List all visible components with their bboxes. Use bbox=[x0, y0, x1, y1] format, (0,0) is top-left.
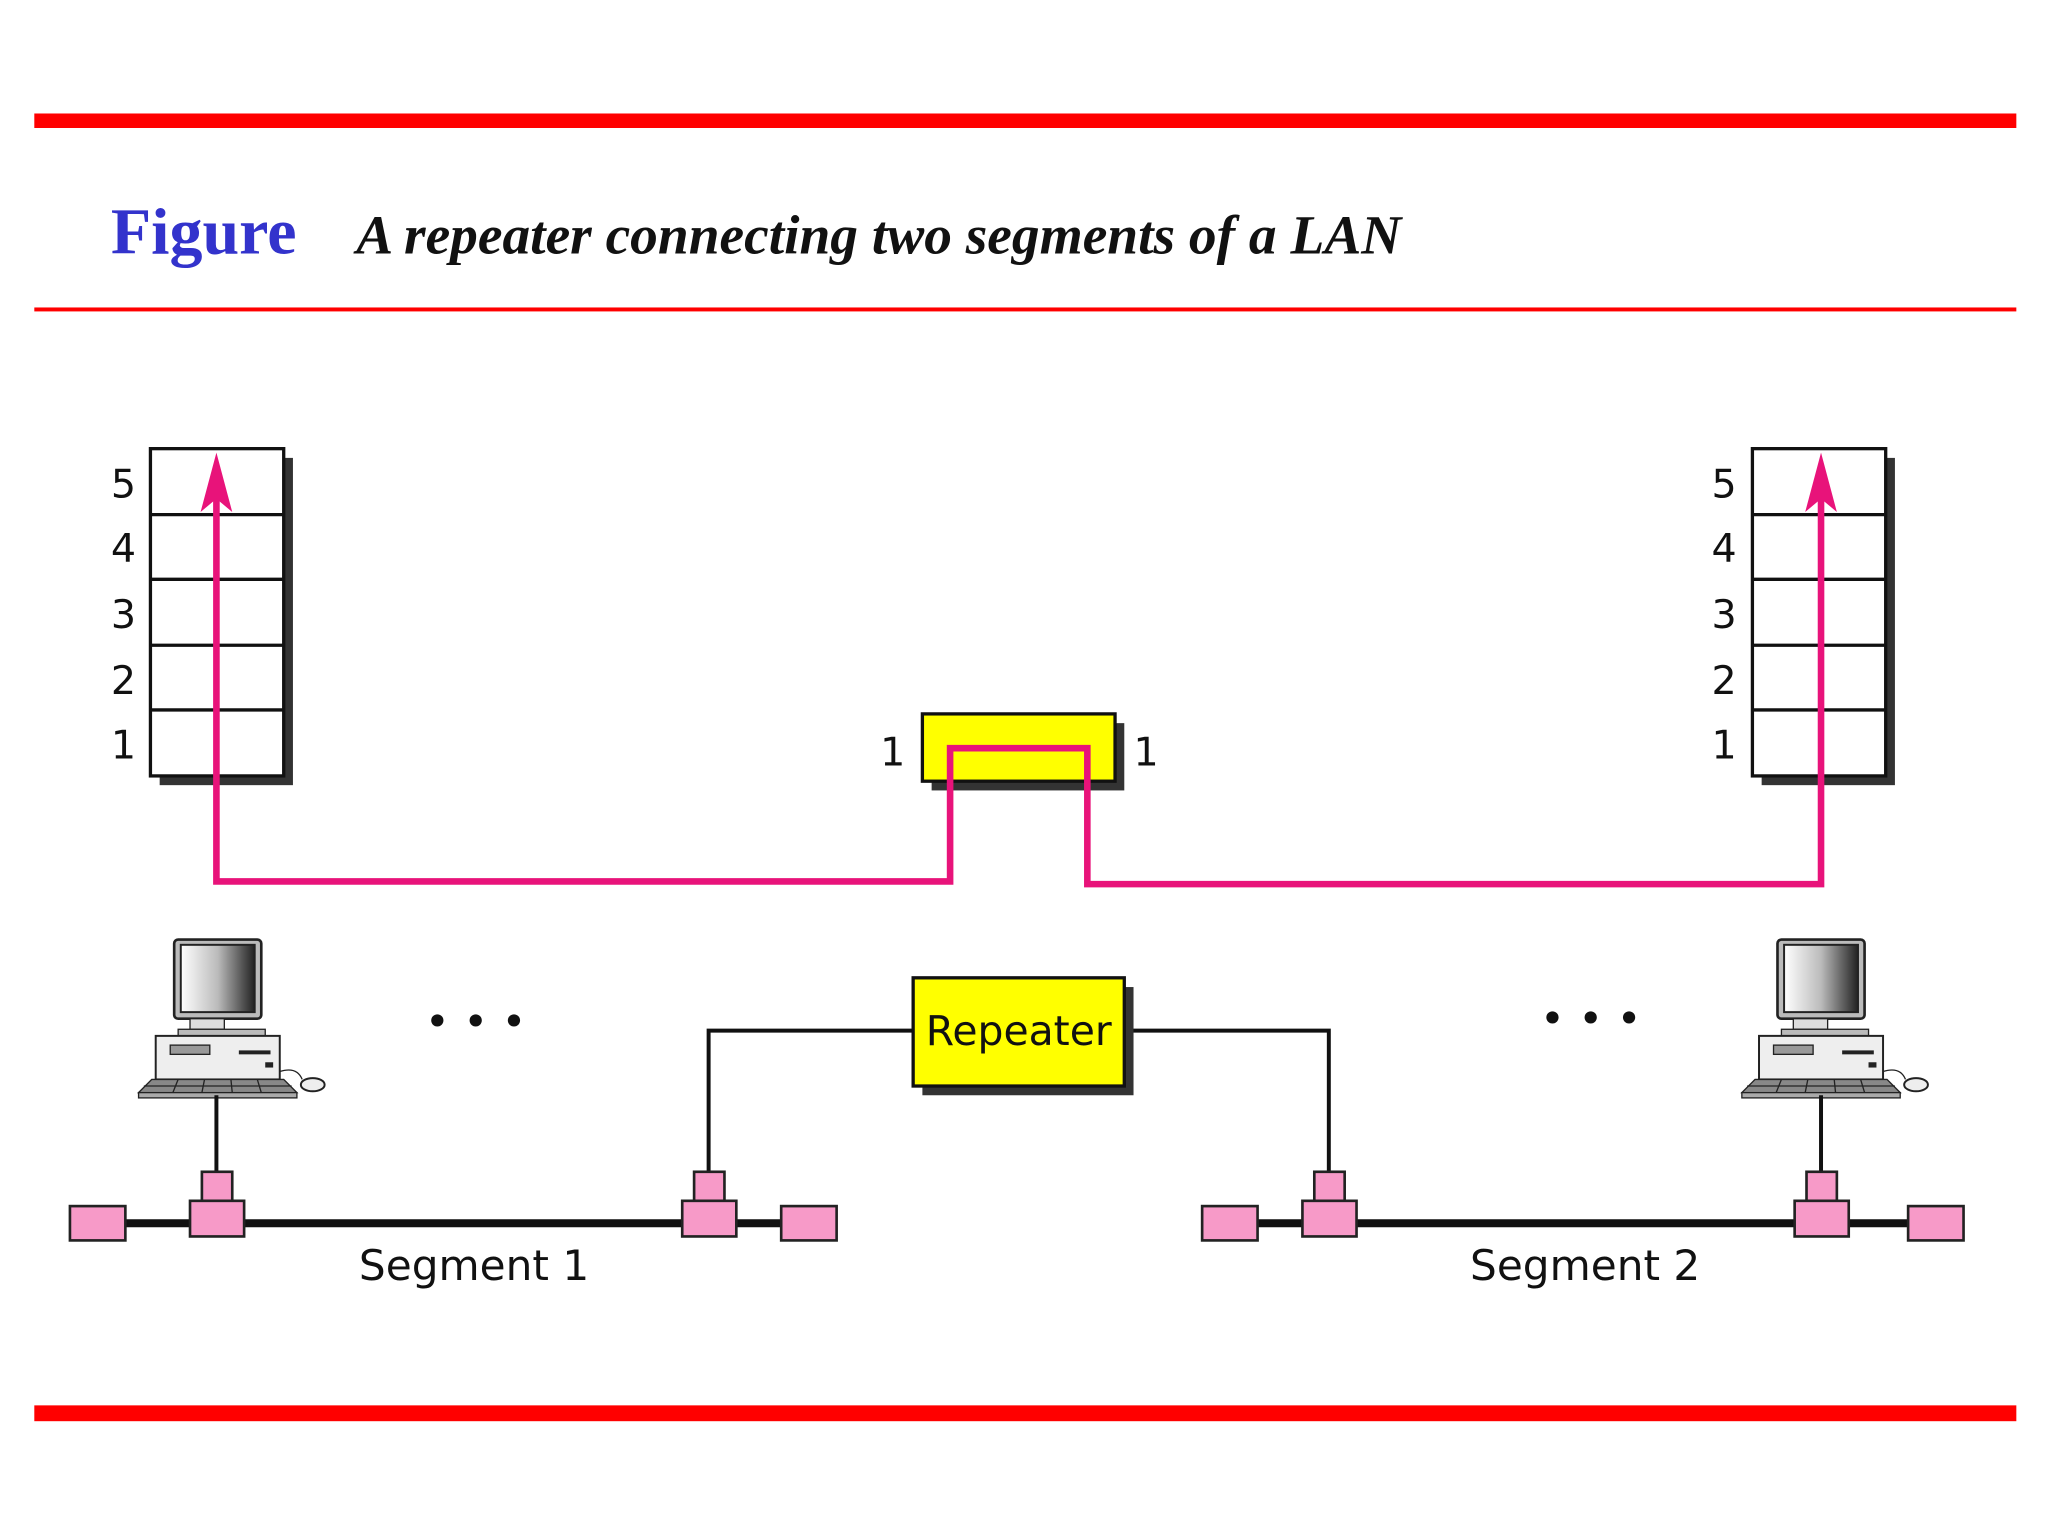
svg-text:1: 1 bbox=[1712, 723, 1737, 769]
title-rule bbox=[34, 307, 2017, 312]
figure-caption: A repeater connecting two segments of a … bbox=[353, 204, 1403, 265]
arrow-head-left bbox=[200, 452, 233, 512]
svg-text:4: 4 bbox=[1712, 526, 1737, 572]
svg-text:3: 3 bbox=[1712, 592, 1737, 638]
svg-text:4: 4 bbox=[111, 526, 136, 572]
svg-text:Repeater: Repeater bbox=[926, 1007, 1112, 1055]
svg-text:2: 2 bbox=[111, 658, 136, 704]
bus-connectors bbox=[68, 1170, 1965, 1242]
ellipsis-left: • • • bbox=[425, 997, 527, 1046]
segment-2-label: Segment 2 bbox=[1470, 1241, 1700, 1290]
svg-text:1: 1 bbox=[111, 723, 136, 769]
repeater-layer-box: 1 1 bbox=[880, 712, 1159, 791]
bottom-rule bbox=[34, 1405, 2017, 1422]
figure-label: Figure bbox=[111, 195, 297, 268]
computer-icon bbox=[137, 938, 326, 1100]
arrow-head-right bbox=[1805, 452, 1837, 512]
svg-text:1: 1 bbox=[1134, 729, 1159, 775]
svg-text:2: 2 bbox=[1712, 658, 1737, 704]
svg-text:1: 1 bbox=[880, 729, 905, 775]
repeater-device: Repeater bbox=[911, 976, 1134, 1096]
left-protocol-stack: 5 4 3 2 1 bbox=[111, 447, 293, 786]
svg-text:5: 5 bbox=[1712, 461, 1737, 507]
svg-text:3: 3 bbox=[111, 592, 136, 638]
svg-text:5: 5 bbox=[111, 461, 136, 507]
computer-icon bbox=[1740, 938, 1930, 1100]
data-path bbox=[213, 477, 1825, 888]
segment-1-label: Segment 1 bbox=[359, 1241, 589, 1290]
ellipsis-right: • • • bbox=[1540, 994, 1642, 1043]
right-protocol-stack: 5 4 3 2 1 bbox=[1712, 447, 1895, 786]
top-rule bbox=[34, 113, 2017, 128]
